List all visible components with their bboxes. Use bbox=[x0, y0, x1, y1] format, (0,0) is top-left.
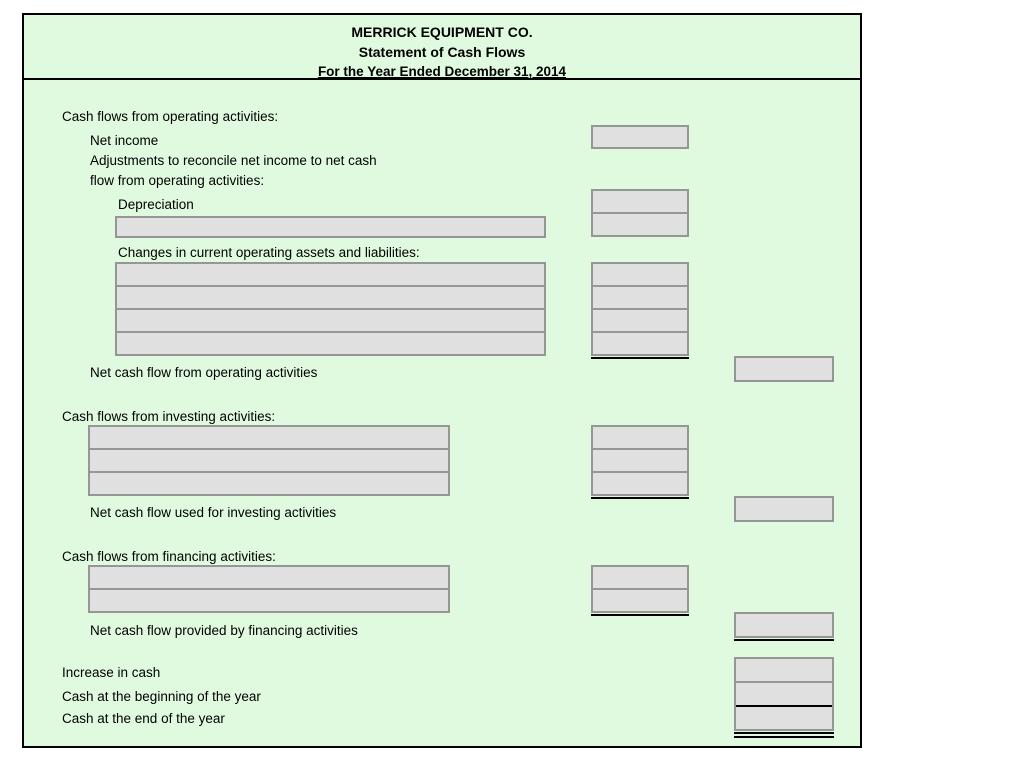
final-total-double-rule-bottom bbox=[734, 736, 834, 738]
financing-amount-field-1[interactable] bbox=[593, 567, 687, 588]
cash-end-label: Cash at the end of the year bbox=[62, 711, 225, 726]
net-financing-rule bbox=[734, 639, 834, 641]
financing-amount-field-2[interactable] bbox=[593, 588, 687, 611]
adjustment-item-field-group bbox=[115, 216, 546, 238]
financing-item-field-1[interactable] bbox=[90, 567, 448, 588]
operating-section-heading: Cash flows from operating activities: bbox=[62, 109, 279, 124]
cash-beginning-label: Cash at the beginning of the year bbox=[62, 689, 261, 704]
depreciation-label: Depreciation bbox=[118, 197, 194, 212]
cash-flow-worksheet: MERRICK EQUIPMENT CO. Statement of Cash … bbox=[22, 13, 862, 748]
changes-item-field-3[interactable] bbox=[117, 308, 544, 331]
net-financing-label: Net cash flow provided by financing acti… bbox=[90, 623, 358, 638]
changes-item-field-2[interactable] bbox=[117, 285, 544, 308]
net-investing-total-field[interactable] bbox=[736, 498, 832, 520]
financing-item-field-group bbox=[88, 565, 450, 613]
changes-item-field-4[interactable] bbox=[117, 331, 544, 354]
changes-amount-field-2[interactable] bbox=[593, 285, 687, 308]
operating-subtotal-rule bbox=[591, 357, 689, 359]
net-operating-total-field-group bbox=[734, 356, 834, 382]
investing-amount-field-group bbox=[591, 425, 689, 496]
investing-amount-field-1[interactable] bbox=[593, 427, 687, 448]
net-income-label: Net income bbox=[90, 133, 159, 148]
net-financing-total-field[interactable] bbox=[736, 614, 832, 636]
changes-amount-field-4[interactable] bbox=[593, 331, 687, 354]
investing-item-field-3[interactable] bbox=[90, 471, 448, 494]
investing-section-heading: Cash flows from investing activities: bbox=[62, 409, 276, 424]
investing-amount-field-2[interactable] bbox=[593, 448, 687, 471]
statement-title: Statement of Cash Flows bbox=[358, 44, 526, 60]
net-investing-label: Net cash flow used for investing activit… bbox=[90, 505, 337, 520]
net-income-amount-field-group bbox=[591, 125, 689, 149]
investing-subtotal-rule bbox=[591, 497, 689, 499]
net-financing-total-field-group bbox=[734, 612, 834, 638]
changes-amount-field-3[interactable] bbox=[593, 308, 687, 331]
adjustment-amount-field-group bbox=[591, 189, 689, 237]
financing-subtotal-rule bbox=[591, 614, 689, 616]
adjustments-label-line2: flow from operating activities: bbox=[90, 173, 265, 188]
investing-item-field-group bbox=[88, 425, 450, 496]
increase-in-cash-field[interactable] bbox=[736, 659, 832, 681]
financing-amount-field-group bbox=[591, 565, 689, 613]
cash-beginning-field[interactable] bbox=[736, 681, 832, 705]
net-operating-label: Net cash flow from operating activities bbox=[90, 365, 318, 380]
adjustment-item-field[interactable] bbox=[117, 218, 544, 236]
company-name: MERRICK EQUIPMENT CO. bbox=[351, 24, 533, 40]
statement-header: MERRICK EQUIPMENT CO. Statement of Cash … bbox=[24, 15, 860, 80]
investing-item-field-2[interactable] bbox=[90, 448, 448, 471]
increase-in-cash-label: Increase in cash bbox=[62, 665, 161, 680]
statement-period: For the Year Ended December 31, 2014 bbox=[317, 64, 567, 79]
changes-amount-field-1[interactable] bbox=[593, 264, 687, 285]
net-income-amount-field[interactable] bbox=[593, 127, 687, 147]
net-investing-total-field-group bbox=[734, 496, 834, 522]
adjustment-amount-field[interactable] bbox=[593, 212, 687, 235]
changes-item-field-1[interactable] bbox=[117, 264, 544, 285]
investing-amount-field-3[interactable] bbox=[593, 471, 687, 494]
changes-amount-field-group bbox=[591, 262, 689, 356]
depreciation-amount-field[interactable] bbox=[593, 191, 687, 212]
final-total-double-rule-top bbox=[734, 732, 834, 734]
changes-item-field-group bbox=[115, 262, 546, 356]
investing-item-field-1[interactable] bbox=[90, 427, 448, 448]
adjustments-label-line1: Adjustments to reconcile net income to n… bbox=[90, 153, 377, 168]
changes-heading: Changes in current operating assets and … bbox=[118, 245, 420, 260]
summary-amount-field-group bbox=[734, 657, 834, 731]
financing-section-heading: Cash flows from financing activities: bbox=[62, 549, 276, 564]
cash-end-field[interactable] bbox=[736, 705, 832, 729]
financing-item-field-2[interactable] bbox=[90, 588, 448, 611]
net-operating-total-field[interactable] bbox=[736, 358, 832, 380]
